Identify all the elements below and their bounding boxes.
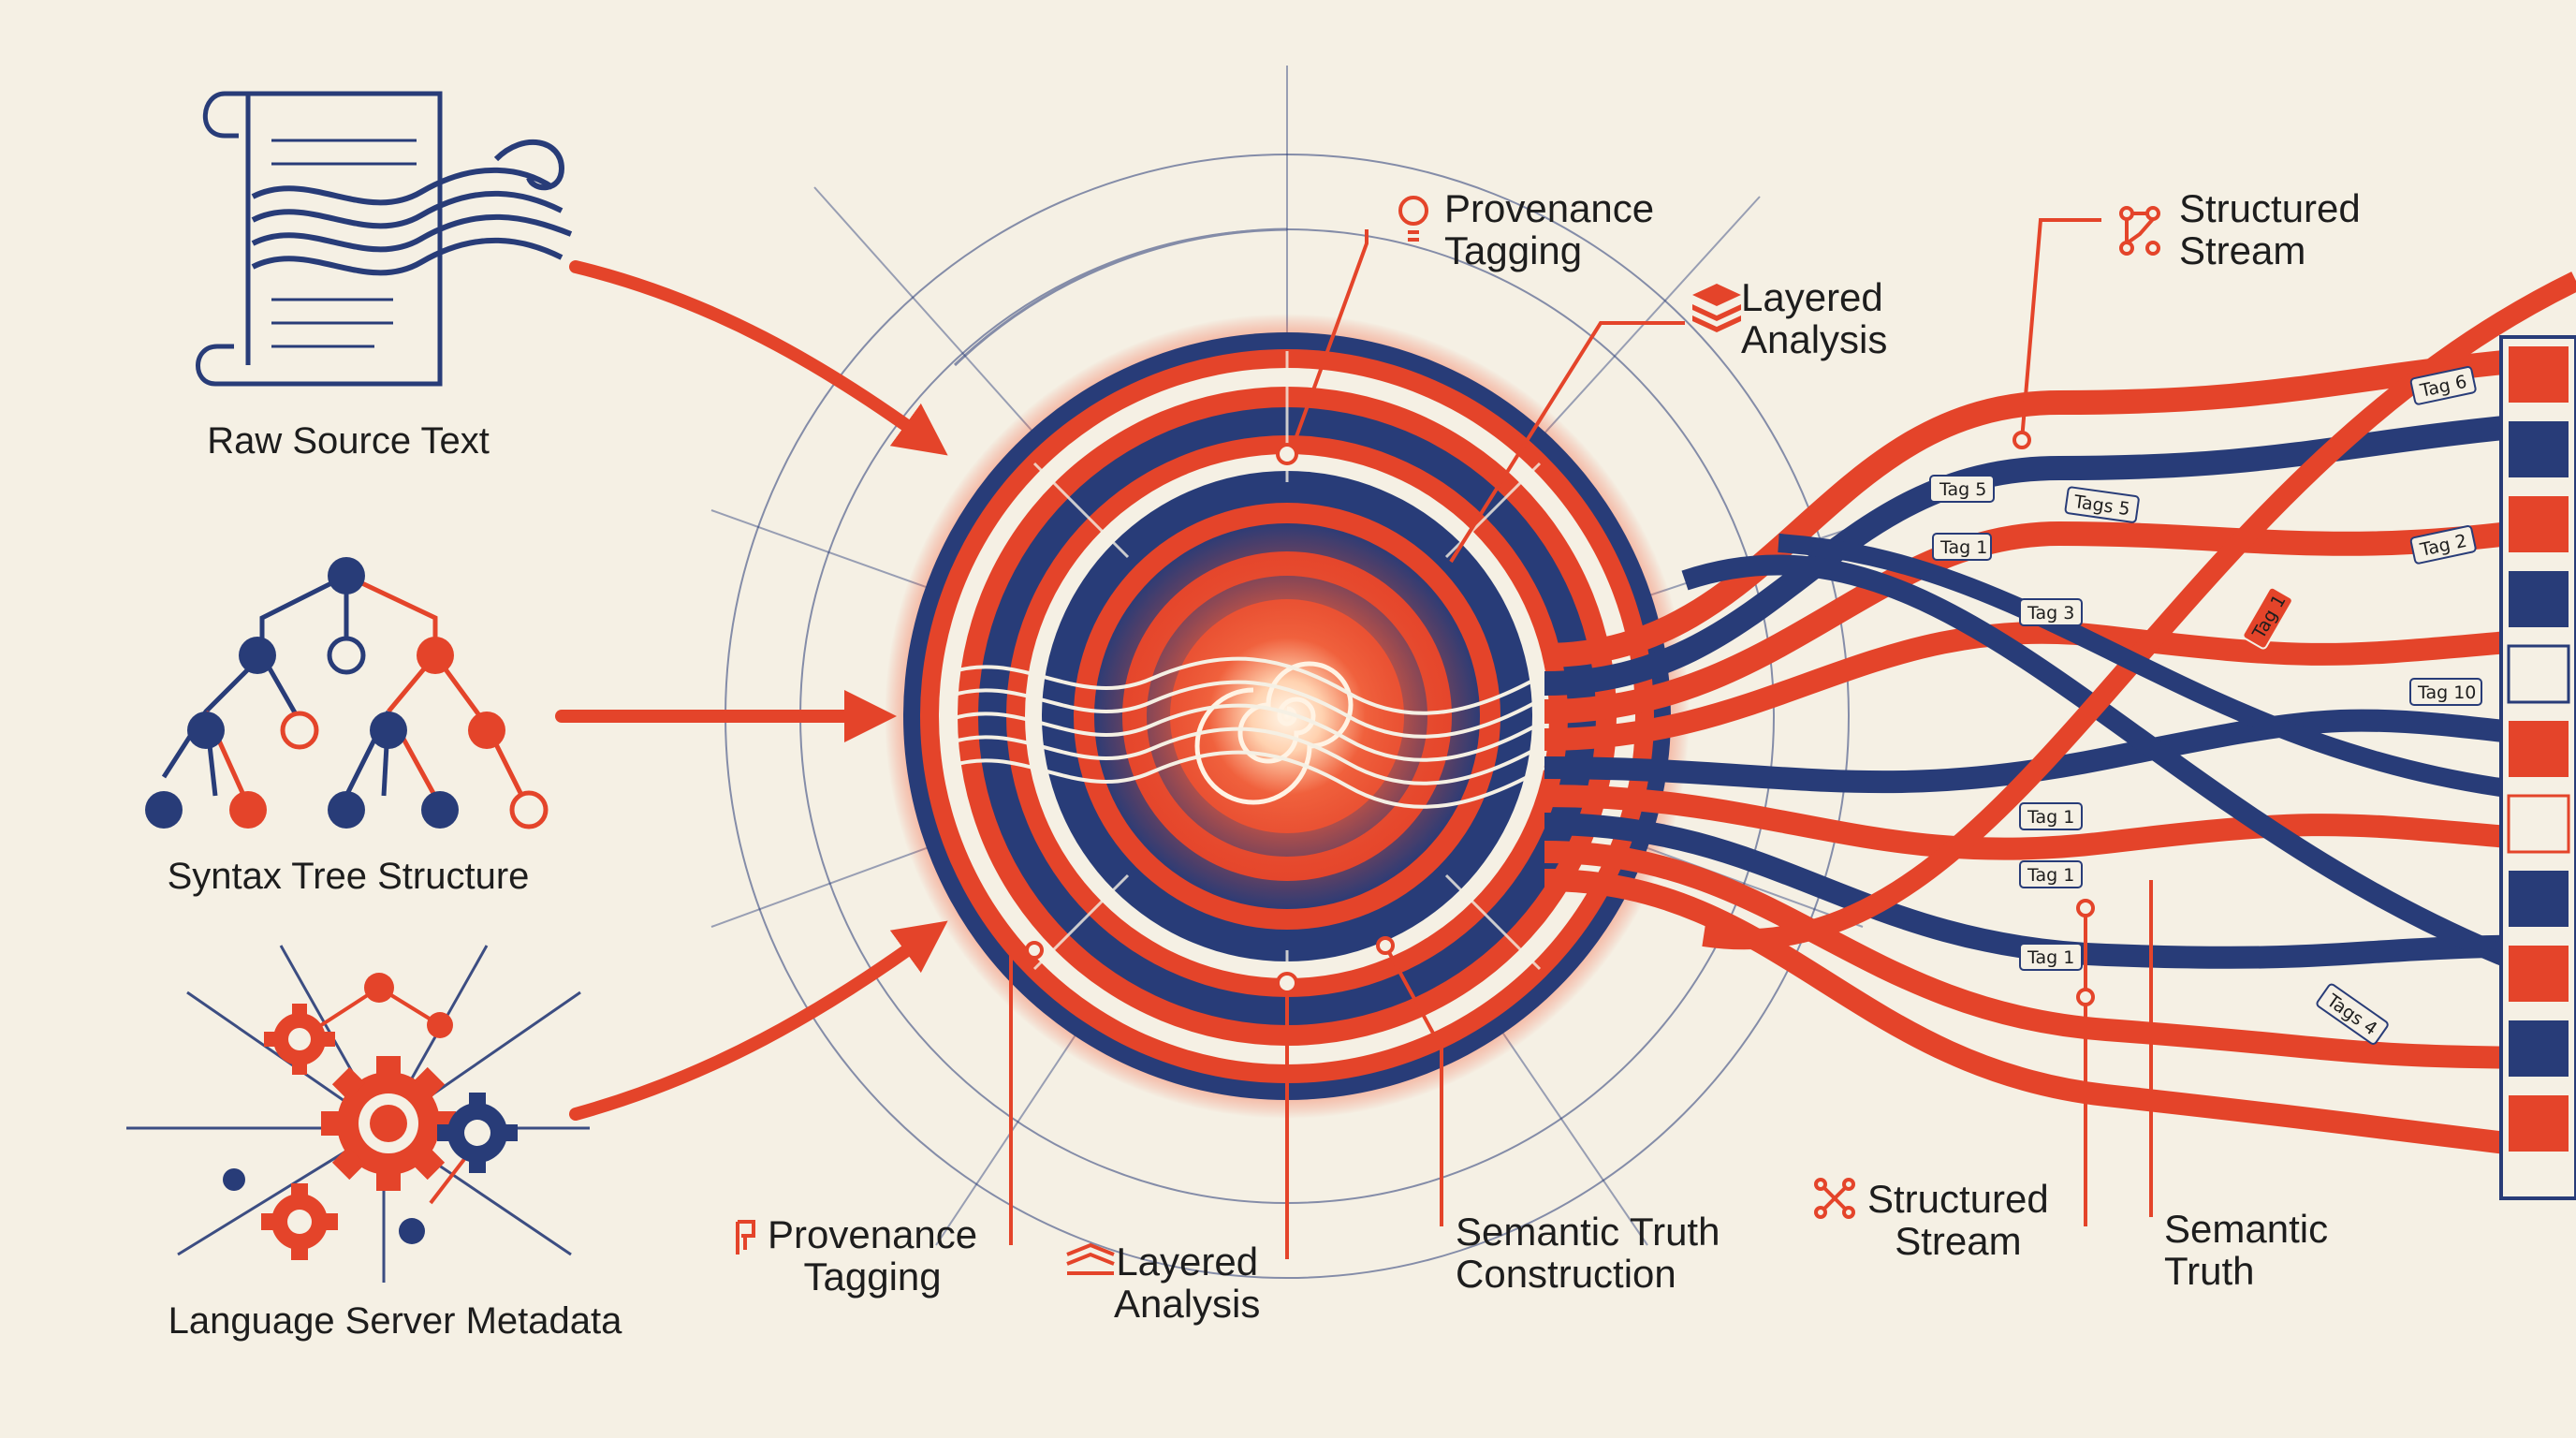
network-nodes-icon — [1814, 1178, 1855, 1219]
output-block-strip — [2499, 335, 2576, 1200]
tag-chip: Tags 4 — [2316, 983, 2389, 1045]
callout-structured-stream-top: Structured Stream — [2179, 186, 2361, 273]
input-arrows — [555, 260, 948, 1121]
tag-chips: Tag 5 Tags 5 Tag 1 Tag 3 Tag 1 Tag 1 Tag… — [1929, 366, 2482, 1045]
svg-text:Tag 10: Tag 10 — [2417, 682, 2476, 703]
callout-provenance-tagging-top: Provenance Tagging — [1444, 186, 1655, 273]
svg-text:Tag 5: Tag 5 — [1939, 479, 1986, 500]
tag-bracket-icon — [736, 1220, 755, 1255]
svg-text:Tag 3: Tag 3 — [2027, 603, 2074, 624]
vortex-wave-strands — [944, 656, 1545, 809]
tag-chip: Tag 1 — [2242, 586, 2293, 650]
tag-chip: Tag 10 — [2409, 678, 2482, 706]
callout-leaders — [1009, 218, 2153, 1259]
callout-provenance-tagging-bottom: Provenance Tagging — [768, 1212, 978, 1299]
svg-text:Tag 1: Tag 1 — [2027, 865, 2074, 886]
callout-semantic-truth: Semantic Truth — [2164, 1207, 2329, 1294]
network-nodes-icon — [2119, 206, 2160, 256]
callout-semantic-truth-construction: Semantic Truth Construction — [1456, 1210, 1720, 1297]
tag-chip: Tag 1 — [2019, 860, 2083, 888]
tag-chip: Tags 5 — [2064, 486, 2140, 523]
tree-icon — [145, 557, 549, 829]
input-label-raw-source: Raw Source Text — [207, 420, 490, 462]
tag-chip: Tag 3 — [2019, 598, 2083, 626]
svg-text:Tag 1: Tag 1 — [1939, 537, 1987, 558]
input-label-language-server: Language Server Metadata — [168, 1300, 622, 1342]
gears-network-icon — [126, 945, 590, 1283]
structured-output-stream — [1544, 271, 2576, 1163]
tag-chip: Tag 1 — [2019, 943, 2083, 971]
callout-layered-analysis-top: Layered Analysis — [1741, 275, 1888, 362]
central-vortex — [885, 314, 1690, 1119]
layers-icon — [1066, 1242, 1115, 1275]
lightbulb-icon — [1398, 196, 1428, 242]
svg-text:Tag 1: Tag 1 — [2027, 947, 2074, 968]
callout-structured-stream-bottom: Structured Stream — [1867, 1177, 2049, 1264]
scroll-wave-icon — [196, 91, 573, 387]
layers-icon — [1692, 284, 1741, 332]
callout-layered-analysis-bottom: Layered Analysis — [1114, 1240, 1261, 1327]
tag-chip: Tag 5 — [1929, 475, 1995, 503]
input-label-syntax-tree: Syntax Tree Structure — [167, 856, 530, 897]
tag-chip: Tag 1 — [1932, 533, 1992, 561]
tag-chip: Tag 1 — [2019, 802, 2083, 830]
svg-text:Tag 1: Tag 1 — [2027, 807, 2074, 828]
